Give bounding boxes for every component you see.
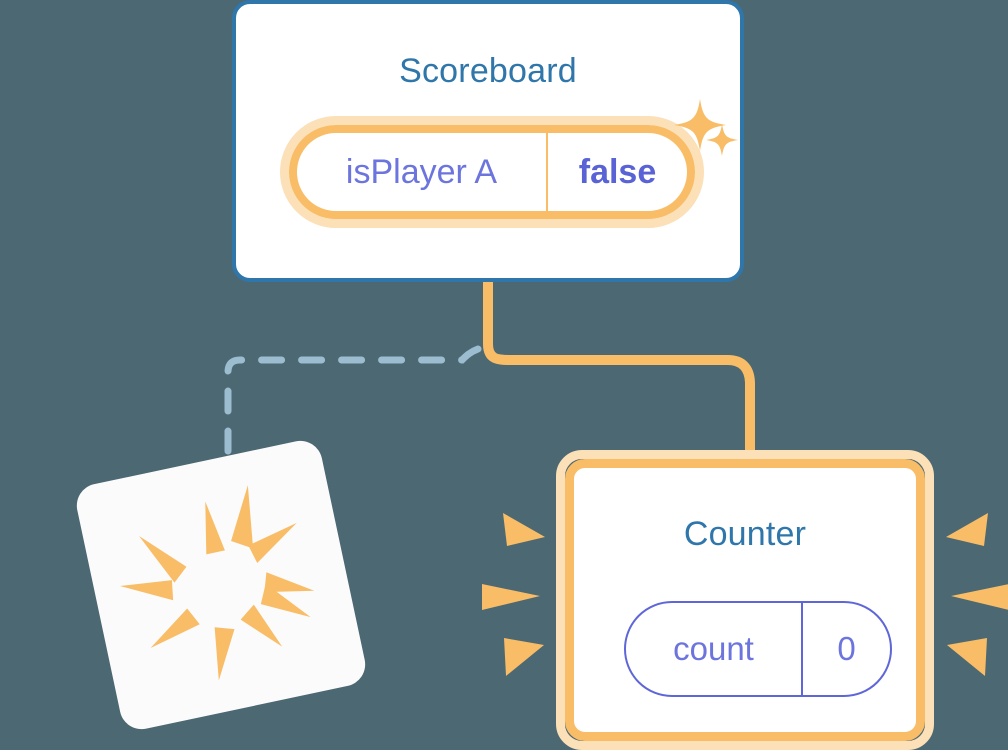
connector-scoreboard-to-burst-card	[224, 345, 482, 474]
counter-pill-value: 0	[837, 630, 856, 667]
ray-left-top	[503, 513, 545, 546]
scoreboard-pill-glow: isPlayer A false	[280, 116, 704, 228]
scoreboard-pill-divider	[546, 133, 548, 211]
counter-title: Counter	[683, 515, 807, 553]
ray-right-bottom	[947, 638, 987, 676]
burst-ray-w	[120, 580, 174, 601]
burst-ray-sse	[240, 604, 283, 647]
counter-card-inner: Counter count 0	[565, 459, 925, 741]
sparkle-large-icon	[674, 99, 726, 151]
burst-ray-ene	[248, 522, 297, 563]
scoreboard-title: Scoreboard	[399, 52, 577, 90]
scoreboard-pill[interactable]: isPlayer A false	[289, 125, 695, 219]
burst-ray-s	[214, 627, 235, 681]
burst-ray-nnw	[139, 535, 187, 583]
burst-card[interactable]	[72, 436, 370, 734]
counter-pill[interactable]: count 0	[624, 601, 892, 697]
burst-ray-se	[260, 583, 311, 618]
burst-ray-ssw	[150, 608, 200, 649]
burst-ray-nne	[231, 485, 254, 549]
ray-left-bottom	[504, 638, 544, 676]
sparkle-small-icon	[706, 124, 738, 156]
scoreboard-card[interactable]: Scoreboard isPlayer A false	[232, 0, 744, 282]
burst-ray-ese	[264, 572, 315, 593]
ray-right-top	[946, 513, 988, 546]
counter-pill-divider	[801, 603, 803, 695]
burst-ray-n	[205, 501, 225, 555]
scoreboard-pill-value: false	[578, 152, 657, 191]
counter-card[interactable]: Counter count 0	[556, 450, 934, 750]
counter-pill-key: count	[673, 630, 754, 667]
connector-scoreboard-to-counter	[483, 282, 755, 460]
scoreboard-pill-key: isPlayer A	[345, 152, 498, 191]
ray-left-middle	[482, 584, 540, 610]
burst-card-rays	[120, 485, 315, 681]
ray-right-middle	[951, 584, 1008, 610]
